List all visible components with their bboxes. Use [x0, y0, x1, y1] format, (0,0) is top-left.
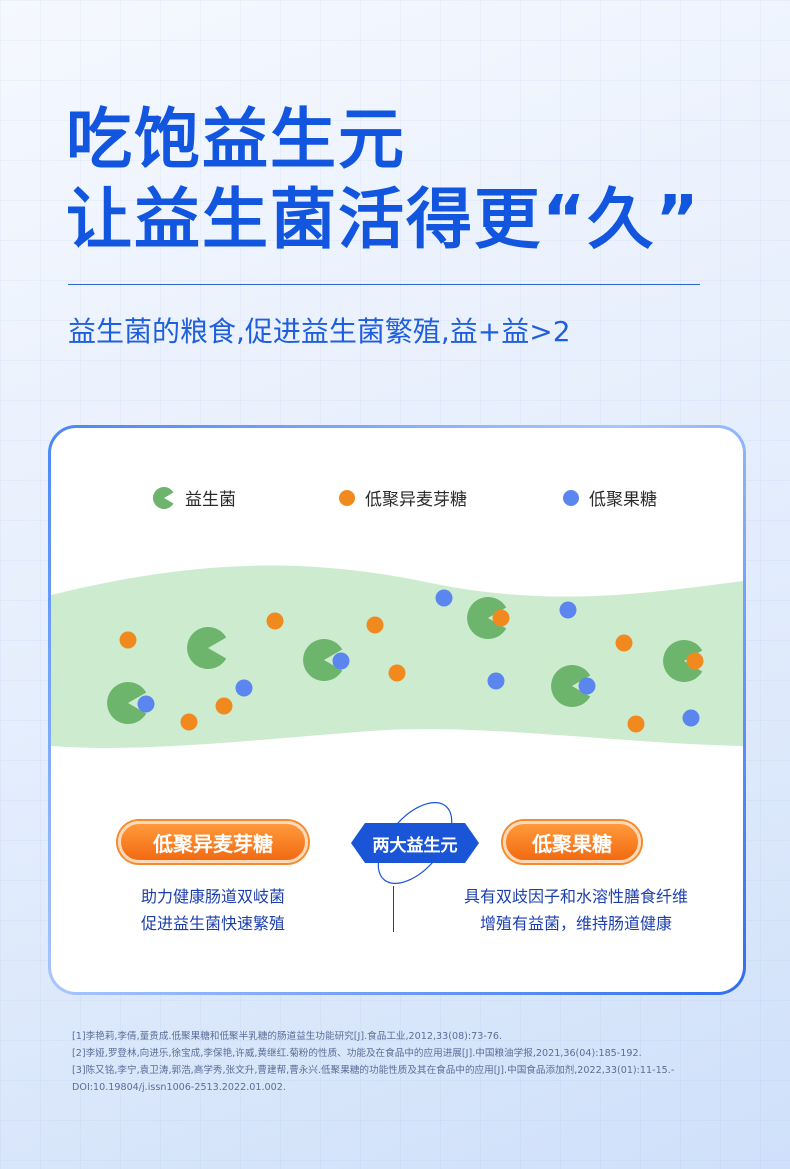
- orange-dot-icon: [627, 715, 645, 733]
- probiotic-pacman-icon: [551, 665, 591, 707]
- fructo-description: 具有双歧因子和水溶性膳食纤维 增殖有益菌，维持肠道健康: [441, 883, 711, 937]
- desc-line: 具有双歧因子和水溶性膳食纤维: [463, 887, 688, 906]
- blue-dot-icon: [332, 652, 350, 670]
- probiotic-pacman-icon: [303, 639, 343, 681]
- orange-dot-icon: [388, 664, 406, 682]
- legend-probiotic: 益生菌: [153, 485, 236, 510]
- probiotic-pacman-icon: [663, 640, 703, 682]
- legend-label: 益生菌: [185, 490, 236, 510]
- headline-line-2: 让益生菌活得更“久”: [66, 181, 701, 258]
- legend-fructo: 低聚果糖: [563, 485, 657, 510]
- headline-line-1: 吃饱益生元: [66, 101, 406, 178]
- reference-item: DOI:10.19804/j.issn1006-2513.2022.01.002…: [72, 1082, 286, 1093]
- info-card: 益生菌 低聚异麦芽糖 低聚果糖 低聚异麦芽糖 两大益生元 低聚果糖 助力健康肠道…: [48, 425, 746, 995]
- blue-dot-icon: [235, 679, 253, 697]
- info-card-inner: 益生菌 低聚异麦芽糖 低聚果糖 低聚异麦芽糖 两大益生元 低聚果糖 助力健康肠道…: [51, 428, 743, 992]
- center-divider: [393, 886, 394, 932]
- orange-dot-icon: [686, 652, 704, 670]
- orange-dot-icon: [492, 609, 510, 627]
- orange-dot-icon: [266, 612, 284, 630]
- reference-item: [3]陈又铭,李宁,袁卫涛,郭浩,高学秀,张文升,曹建帮,曹永兴.低聚果糖的功能…: [72, 1065, 675, 1076]
- orange-dot-icon: [119, 631, 137, 649]
- divider: [68, 284, 700, 285]
- orange-dot-icon: [339, 489, 355, 506]
- reference-item: [2]李娅,罗登林,向进乐,徐宝成,李保艳,许威,黄继红.菊粉的性质、功能及在食…: [72, 1048, 642, 1059]
- fructo-label: 低聚果糖: [503, 821, 641, 863]
- blue-dot-icon: [435, 589, 453, 607]
- orange-dot-icon: [180, 713, 198, 731]
- two-prebiotics-tag: 两大益生元: [351, 823, 479, 863]
- blue-dot-icon: [578, 677, 596, 695]
- desc-line: 促进益生菌快速繁殖: [140, 914, 285, 933]
- blue-dot-icon: [682, 709, 700, 727]
- orange-dot-icon: [215, 697, 233, 715]
- blue-dot-icon: [559, 601, 577, 619]
- probiotic-pacman-icon: [187, 627, 227, 669]
- references: [1]李艳莉,李倩,蕫贵成.低聚果糖和低聚半乳糖的肠道益生功能研究[J].食品工…: [72, 1028, 712, 1096]
- isomalto-description: 助力健康肠道双岐菌 促进益生菌快速繁殖: [98, 883, 328, 937]
- probiotic-pacman-icon: [107, 682, 147, 724]
- orange-dot-icon: [615, 634, 633, 652]
- legend-isomalto: 低聚异麦芽糖: [339, 485, 467, 510]
- desc-line: 增殖有益菌，维持肠道健康: [479, 914, 672, 933]
- blue-dot-icon: [563, 489, 579, 506]
- blue-dot-icon: [487, 672, 505, 690]
- desc-line: 助力健康肠道双岐菌: [140, 887, 285, 906]
- legend-label: 低聚果糖: [589, 490, 657, 510]
- probiotic-pacman-icon: [467, 597, 507, 639]
- subtitle: 益生菌的粮食,促进益生菌繁殖,益+益>2: [68, 315, 571, 348]
- orange-dot-icon: [366, 616, 384, 634]
- isomalto-label: 低聚异麦芽糖: [118, 821, 308, 863]
- intestine-band-illustration: [51, 565, 743, 748]
- legend-label: 低聚异麦芽糖: [365, 490, 467, 510]
- particles-group: [107, 589, 704, 733]
- reference-item: [1]李艳莉,李倩,蕫贵成.低聚果糖和低聚半乳糖的肠道益生功能研究[J].食品工…: [72, 1031, 503, 1042]
- blue-dot-icon: [137, 695, 155, 713]
- probiotic-pacman-icon: [153, 486, 174, 509]
